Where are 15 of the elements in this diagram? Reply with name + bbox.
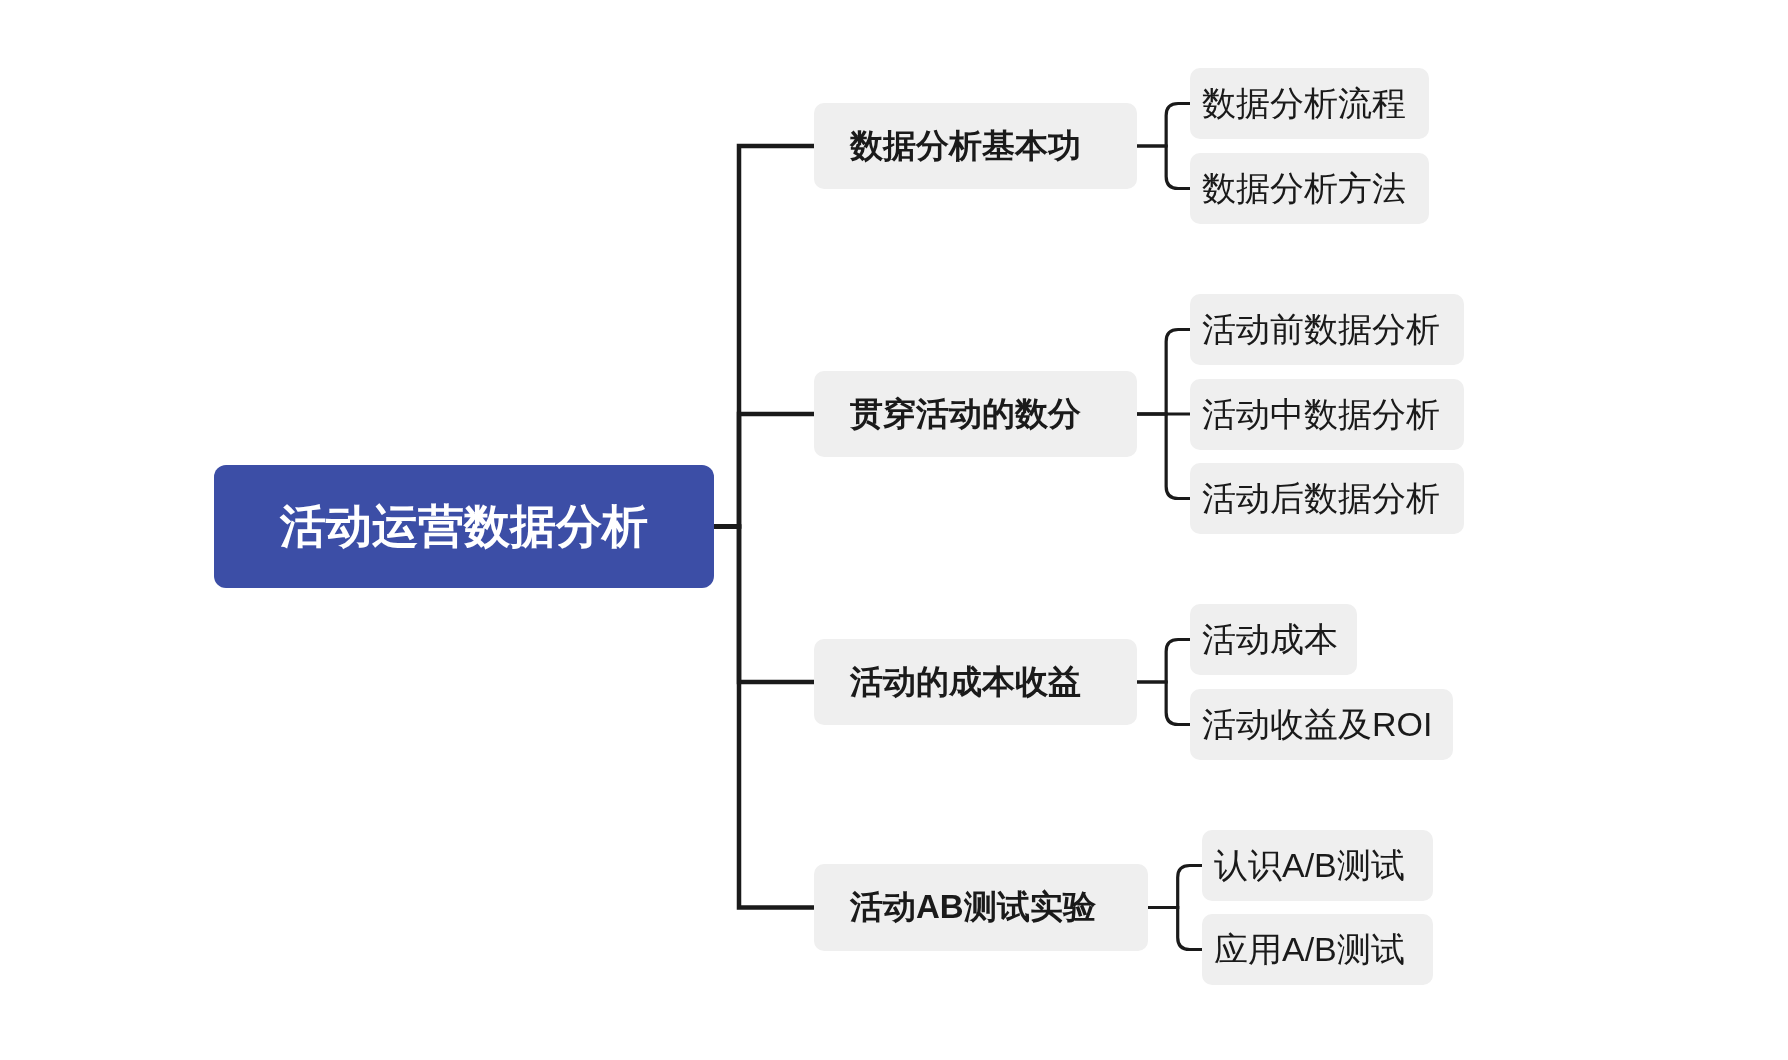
subtopic-box: 数据分析方法 — [1190, 153, 1429, 224]
subtopic-box: 认识A/B测试 — [1202, 830, 1433, 901]
subtopic-box: 数据分析流程 — [1190, 68, 1429, 139]
topic-box: 数据分析基本功 — [814, 103, 1137, 189]
topic-box: 活动AB测试实验 — [814, 864, 1148, 951]
subtopic-box: 应用A/B测试 — [1202, 914, 1433, 985]
subtopic-box: 活动后数据分析 — [1190, 463, 1464, 534]
topic-box: 活动的成本收益 — [814, 639, 1137, 725]
topic-box: 贯穿活动的数分 — [814, 371, 1137, 457]
title-box: 活动运营数据分析 — [214, 465, 714, 588]
subtopic-box: 活动成本 — [1190, 604, 1357, 675]
subtopic-box: 活动前数据分析 — [1190, 294, 1464, 365]
subtopic-box: 活动中数据分析 — [1190, 379, 1464, 450]
subtopic-box: 活动收益及ROI — [1190, 689, 1453, 760]
connector-line — [714, 524, 814, 910]
